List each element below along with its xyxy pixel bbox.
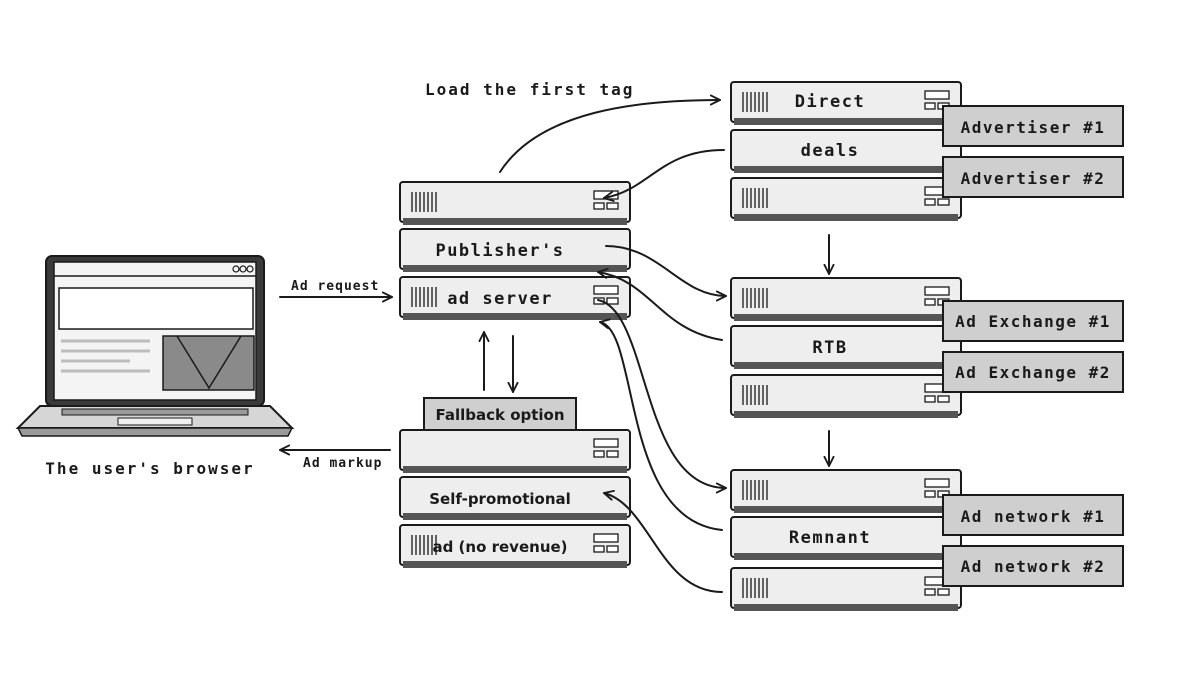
browser-caption: The user's browser (45, 459, 254, 478)
publisher-label-1: Publisher's (435, 241, 564, 261)
ad-network-1-label: Ad network #1 (961, 507, 1106, 526)
fallback-tab-label: Fallback option (435, 406, 564, 424)
rtb-return-arrow (597, 267, 723, 341)
fallback-label-2: ad (no revenue) (432, 538, 567, 556)
laptop-icon (15, 255, 295, 437)
remnant-to-fallback-arrow (603, 489, 723, 593)
ad-exchange-2-label: Ad Exchange #2 (955, 363, 1111, 382)
direct-return-arrow (603, 149, 725, 202)
advertiser-2-label: Advertiser #2 (961, 169, 1106, 188)
ad-exchange-box-1: Ad Exchange #1 (942, 300, 1124, 342)
publisher-to-rtb-arrow (605, 245, 727, 302)
rtb-label: RTB (812, 338, 847, 358)
direct-label-2: deals (801, 141, 860, 161)
ad-markup-caption: Ad markup (303, 456, 382, 471)
fallback-server (399, 397, 631, 569)
load-first-tag-caption: Load the first tag (425, 80, 634, 99)
ad-network-box-1: Ad network #1 (942, 494, 1124, 536)
fallback-label-1: Self-promotional (429, 490, 571, 508)
advertiser-1-label: Advertiser #1 (961, 118, 1106, 137)
direct-label-1: Direct (795, 92, 865, 112)
publisher-to-remnant-arrow (597, 299, 727, 494)
advertiser-box-2: Advertiser #2 (942, 156, 1124, 198)
ad-exchange-1-label: Ad Exchange #1 (955, 312, 1111, 331)
flow-arrows (279, 94, 835, 593)
fallback-tab (423, 397, 577, 431)
ad-network-box-2: Ad network #2 (942, 545, 1124, 587)
remnant-return-arrow (599, 318, 723, 531)
remnant-label: Remnant (789, 528, 871, 548)
advertiser-box-1: Advertiser #1 (942, 105, 1124, 147)
load-first-tag-arrow (499, 94, 721, 173)
publisher-label-2: ad server (447, 289, 553, 309)
ad-request-caption: Ad request (291, 279, 379, 294)
ad-exchange-box-2: Ad Exchange #2 (942, 351, 1124, 393)
ad-network-2-label: Ad network #2 (961, 557, 1106, 576)
